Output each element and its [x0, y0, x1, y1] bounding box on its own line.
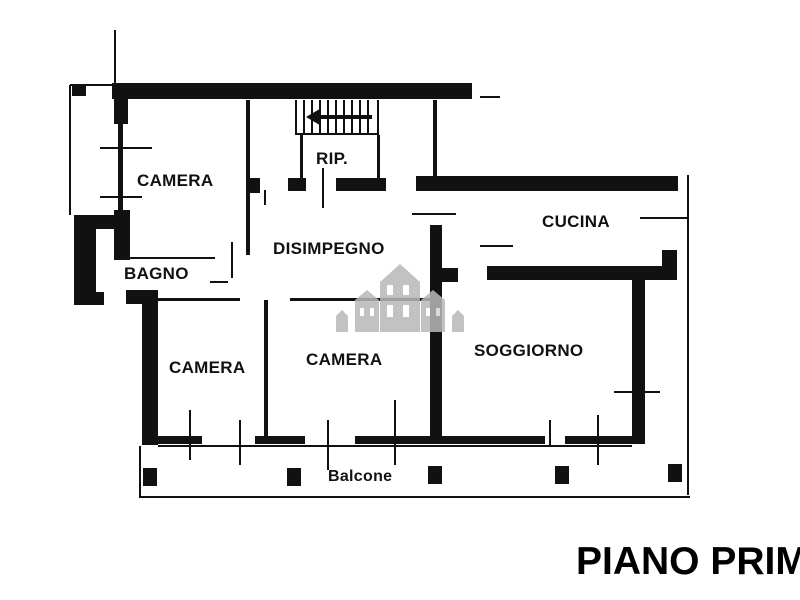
room-label-camera-left: CAMERA [169, 358, 246, 377]
floor-title: PIANO PRIM [576, 540, 800, 583]
thin-lines [69, 30, 690, 498]
room-label-camera-top: CAMERA [137, 171, 214, 190]
walls [72, 83, 682, 486]
stairs [295, 100, 379, 135]
room-label-bagno: BAGNO [124, 264, 189, 283]
watermark-logo [336, 264, 464, 332]
room-label-disimpegno: DISIMPEGNO [273, 239, 385, 258]
room-label-balcone: Balcone [328, 468, 393, 485]
room-label-cucina: CUCINA [542, 212, 610, 231]
room-label-rip: RIP. [316, 149, 349, 168]
room-label-soggiorno: SOGGIORNO [474, 341, 584, 360]
room-label-camera-mid: CAMERA [306, 350, 383, 369]
